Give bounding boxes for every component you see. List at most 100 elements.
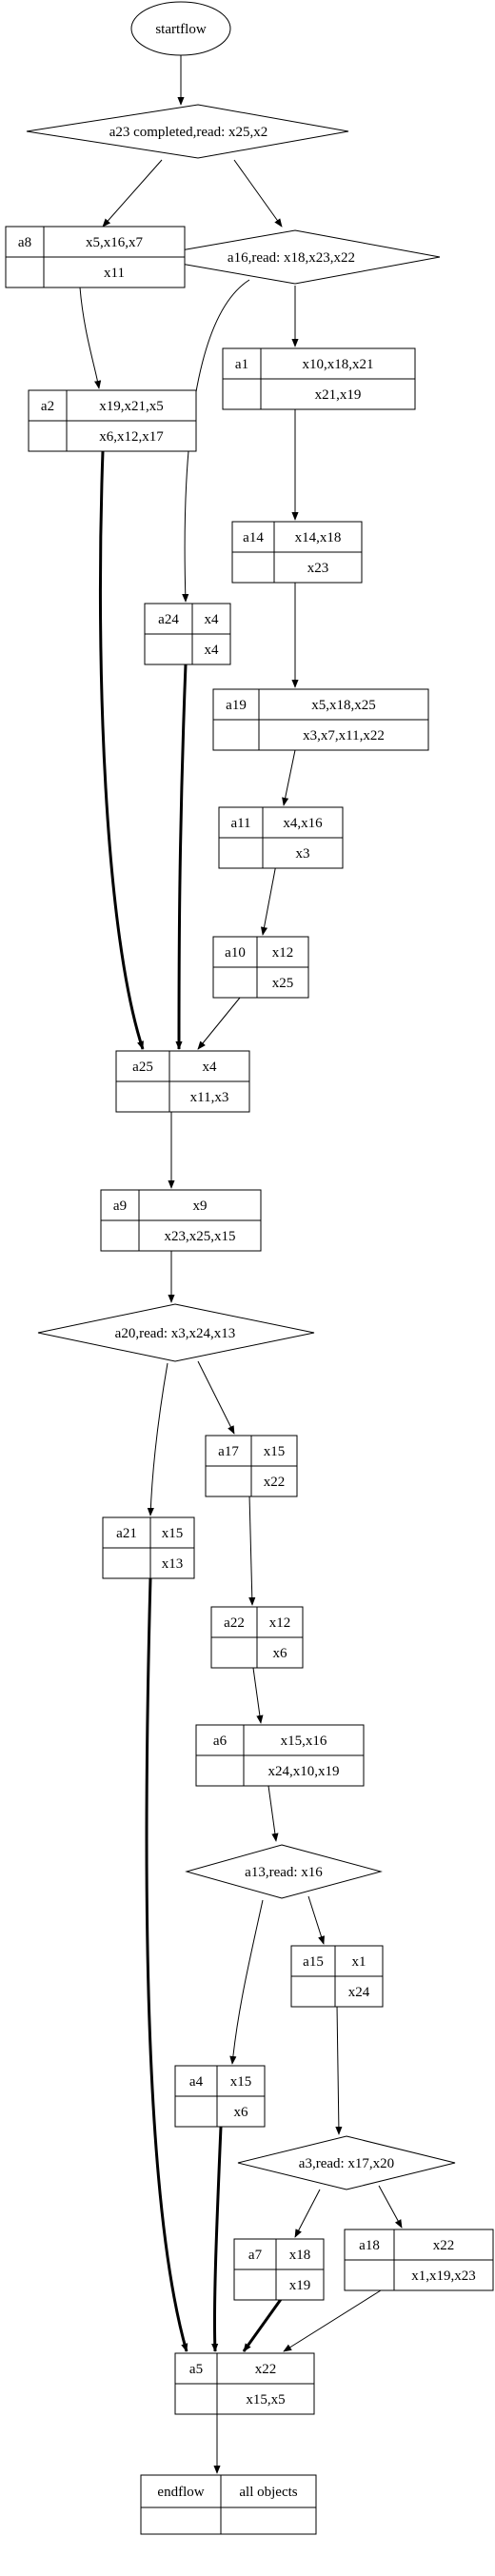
activity-writes: x15 bbox=[162, 1526, 184, 1541]
activity-writes: x12 bbox=[269, 1615, 291, 1631]
activity-node-a9: a9 x9 x23,x25,x15 bbox=[100, 1189, 262, 1252]
activity-reads: x6 bbox=[234, 2105, 249, 2120]
activity-node-a7: a7 x18 x19 bbox=[233, 2238, 325, 2301]
end-box bbox=[140, 2474, 317, 2508]
activity-writes: x12 bbox=[272, 945, 294, 961]
activity-reads: x11 bbox=[104, 266, 125, 281]
activity-name: a14 bbox=[243, 530, 264, 545]
activity-name: a4 bbox=[189, 2074, 204, 2090]
activity-writes: x4 bbox=[205, 612, 220, 627]
decision-a16: a16,read: x18,x23,x22 bbox=[142, 229, 441, 285]
activity-writes: x19,x21,x5 bbox=[99, 399, 164, 414]
activity-reads: x23,x25,x15 bbox=[165, 1229, 236, 1244]
activity-writes: x5,x16,x7 bbox=[86, 235, 144, 250]
edge-a6-to-a13 bbox=[267, 1785, 279, 1842]
activity-reads: x3 bbox=[296, 846, 310, 862]
activity-writes: x14,x18 bbox=[295, 530, 342, 545]
activity-name: a7 bbox=[248, 2248, 263, 2263]
activity-name: a1 bbox=[235, 357, 248, 372]
decision-a13: a13,read: x16 bbox=[185, 1844, 383, 1899]
activity-writes: x22 bbox=[433, 2238, 455, 2253]
activity-name: a15 bbox=[303, 1954, 324, 1970]
edge-a23-to-a8 bbox=[102, 159, 163, 228]
activity-name: a22 bbox=[224, 1615, 245, 1631]
activity-reads: x3,x7,x11,x22 bbox=[303, 728, 385, 743]
end-value: all objects bbox=[239, 2485, 297, 2500]
activity-reads: x25 bbox=[272, 976, 294, 991]
edges bbox=[79, 55, 403, 2474]
activity-name: a9 bbox=[113, 1199, 127, 1214]
activity-name: a17 bbox=[218, 1444, 239, 1459]
edge-a8-to-a2 bbox=[79, 287, 102, 389]
activity-node-a4: a4 x15 x6 bbox=[174, 2065, 266, 2128]
decision-label: a20,read: x3,x24,x13 bbox=[115, 1326, 236, 1341]
activity-reads: x6 bbox=[273, 1646, 288, 1661]
edge-a2-to-a25-thick bbox=[98, 450, 145, 1050]
edge-a10-to-a25 bbox=[197, 997, 241, 1050]
edge-a17-to-a22 bbox=[248, 1494, 256, 1606]
edge-a22-to-a6 bbox=[252, 1667, 264, 1724]
start-node: startflow bbox=[130, 1, 231, 56]
activity-name: a25 bbox=[132, 1060, 153, 1075]
decision-a20: a20,read: x3,x24,x13 bbox=[37, 1303, 315, 1362]
edge-a18-to-a5 bbox=[283, 2289, 382, 2352]
decision-shape bbox=[142, 229, 441, 285]
edge-a21-to-a5-thick bbox=[145, 1577, 188, 2352]
activity-reads: x11,x3 bbox=[190, 1090, 229, 1105]
edge-a7-to-a5-thick bbox=[242, 2297, 284, 2352]
activity-writes: x15 bbox=[230, 2074, 252, 2090]
activity-reads: x21,x19 bbox=[315, 387, 362, 403]
activity-writes: x10,x18,x21 bbox=[303, 357, 374, 372]
activity-node-a1: a1 x10,x18,x21 x21,x19 bbox=[222, 347, 416, 410]
activity-node-a19: a19 x5,x18,x25 x3,x7,x11,x22 bbox=[212, 688, 429, 751]
edge-a24-to-a25-thick bbox=[175, 664, 188, 1050]
edge-a13-to-a4 bbox=[229, 1899, 264, 2065]
start-ellipse bbox=[130, 1, 231, 56]
decision-label: a23 completed,read: x25,x2 bbox=[109, 125, 268, 140]
end-bottom-cells bbox=[140, 2507, 317, 2535]
activity-writes: x5,x18,x25 bbox=[311, 698, 376, 713]
edge-a23-to-a16 bbox=[233, 159, 283, 228]
activity-reads: x6,x12,x17 bbox=[99, 429, 164, 445]
activity-writes: x18 bbox=[289, 2248, 311, 2263]
activity-writes: x4 bbox=[203, 1060, 218, 1075]
activity-name: a19 bbox=[226, 698, 247, 713]
end-node: endflow all objects bbox=[140, 2474, 317, 2535]
edge-a15-to-a3 bbox=[335, 2004, 343, 2135]
activity-node-a22: a22 x12 x6 bbox=[210, 1606, 304, 1669]
decision-a23: a23 completed,read: x25,x2 bbox=[26, 104, 349, 159]
activity-node-a10: a10 x12 x25 bbox=[212, 936, 309, 999]
decision-label: a3,read: x17,x20 bbox=[299, 2156, 394, 2171]
activity-reads: x4 bbox=[205, 643, 220, 658]
edge-a11-to-a10 bbox=[260, 863, 277, 936]
edge-a20-to-a21 bbox=[147, 1362, 168, 1516]
activity-writes: x15,x16 bbox=[281, 1734, 327, 1749]
activity-name: a18 bbox=[359, 2238, 380, 2253]
activity-writes: x1 bbox=[352, 1954, 366, 1970]
activity-writes: x22 bbox=[255, 2362, 277, 2377]
decision-label: a16,read: x18,x23,x22 bbox=[228, 250, 355, 266]
decision-a3: a3,read: x17,x20 bbox=[237, 2135, 456, 2190]
activity-name: a8 bbox=[18, 235, 31, 250]
activity-node-a8: a8 x5,x16,x7 x11 bbox=[5, 226, 186, 288]
edge-a19-to-a11 bbox=[282, 749, 296, 806]
activity-writes: x9 bbox=[193, 1199, 208, 1214]
activity-name: a11 bbox=[230, 816, 250, 831]
decision-shape bbox=[237, 2135, 456, 2190]
activity-reads: x24,x10,x19 bbox=[268, 1764, 340, 1779]
activity-reads: x15,x5 bbox=[246, 2392, 285, 2408]
end-label: endflow bbox=[157, 2485, 204, 2500]
activity-name: a10 bbox=[225, 945, 246, 961]
activity-reads: x19 bbox=[289, 2278, 311, 2293]
start-label: startflow bbox=[155, 22, 206, 37]
activity-name: a21 bbox=[116, 1526, 137, 1541]
activity-node-a25: a25 x4 x11,x3 bbox=[115, 1050, 250, 1113]
